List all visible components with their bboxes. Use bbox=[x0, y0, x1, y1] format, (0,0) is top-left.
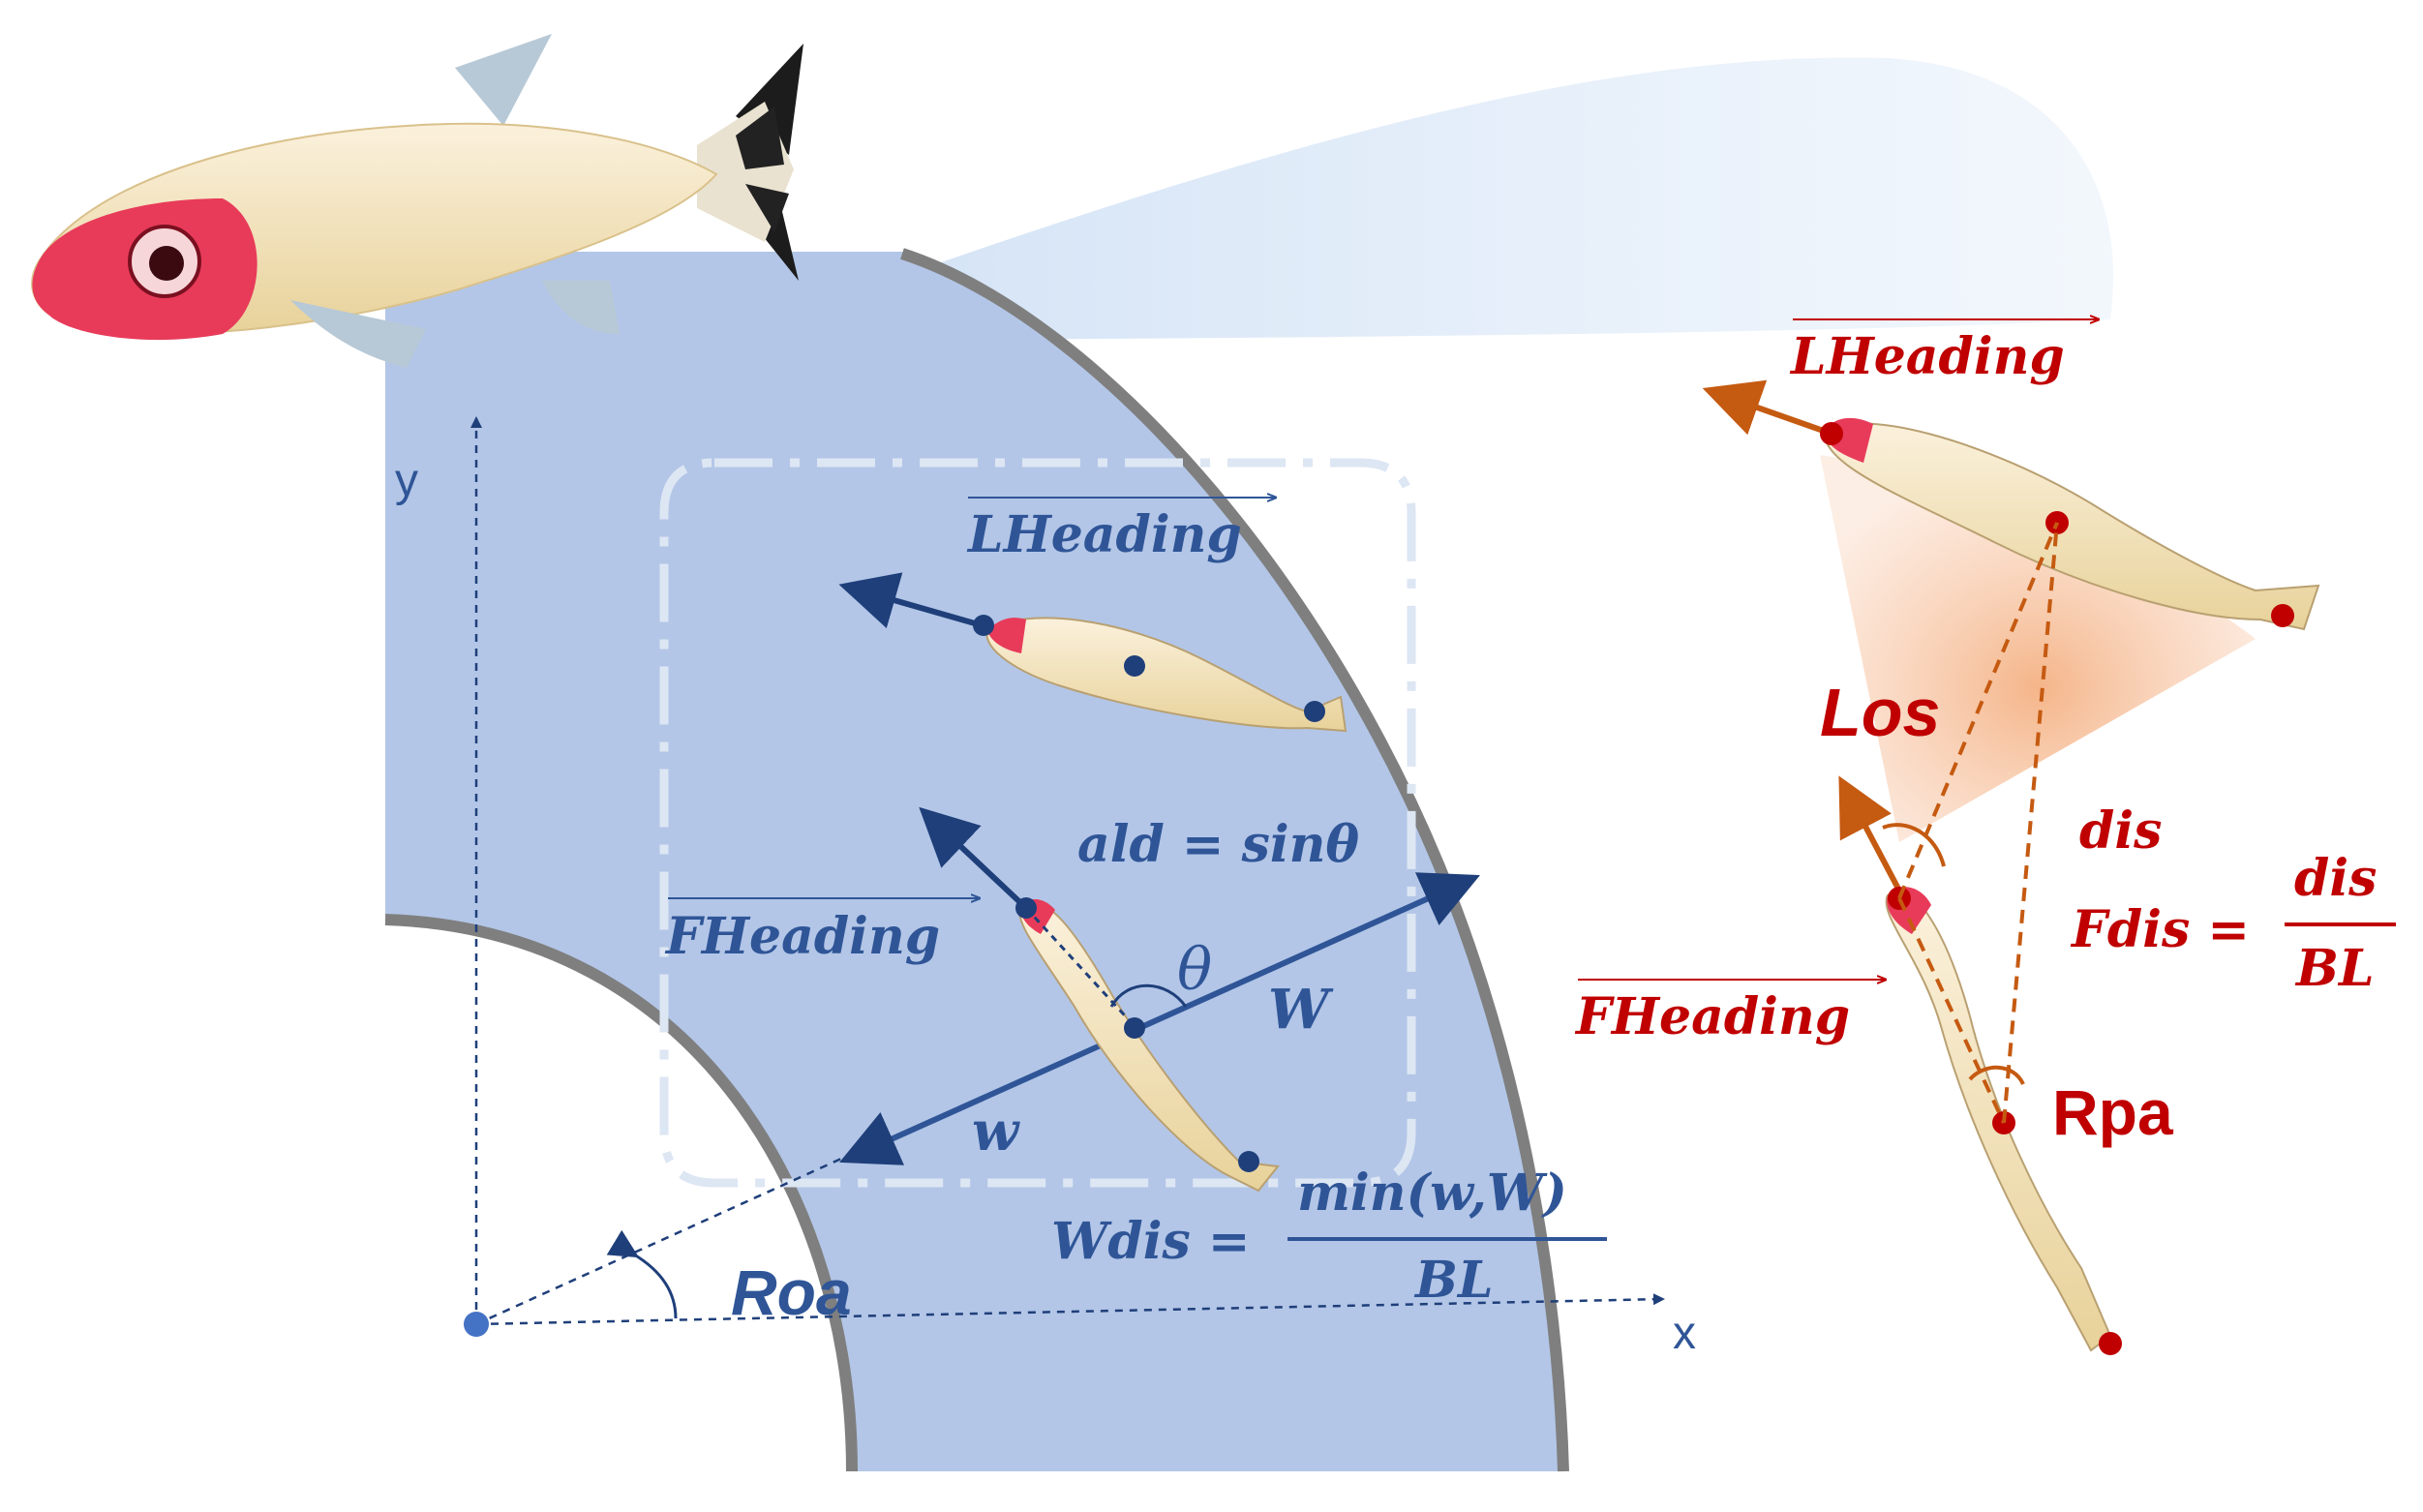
fdis-numerator: dis bbox=[2294, 849, 2377, 908]
leader-tail-point-left bbox=[1304, 701, 1325, 722]
wdis-lhs: Wdis = bbox=[1051, 1212, 1250, 1271]
zoomed-panel: LHeading FHeading Los dis Fdis = dis BL … bbox=[1574, 319, 2396, 1355]
follower-fish-right bbox=[1838, 775, 2122, 1355]
leader-heading-label-left: LHeading bbox=[966, 505, 1242, 564]
channel-outer-wall bbox=[900, 248, 1569, 1472]
vision-cone bbox=[1820, 455, 2256, 842]
large-fish-illustration bbox=[31, 34, 803, 368]
leader-heading-arrow-left bbox=[838, 572, 983, 629]
ald-formula: ald = sinθ bbox=[1077, 815, 1359, 874]
leader-head-point-right bbox=[1820, 422, 1843, 445]
leader-center-point-left bbox=[1124, 655, 1145, 677]
wall-distance-line bbox=[1129, 872, 1480, 1035]
follower-heading-arrow-left bbox=[919, 806, 1029, 911]
roa-angle-arc bbox=[606, 1229, 678, 1319]
leader-heading-arrow-right bbox=[1702, 379, 1832, 437]
los-label: Los bbox=[1820, 675, 1940, 750]
follower-heading-label-right: FHeading bbox=[1574, 987, 1850, 1046]
wdis-numerator: min(w,W) bbox=[1297, 1164, 1567, 1223]
y-axis-label: y bbox=[395, 455, 418, 506]
x-axis-label: x bbox=[1673, 1308, 1696, 1359]
leader-heading-label-right: LHeading bbox=[1789, 327, 2065, 386]
fdis-denominator: BL bbox=[2294, 939, 2375, 998]
x-axis bbox=[475, 1293, 1665, 1326]
dis-line bbox=[2002, 522, 2059, 1124]
follower-axis-line bbox=[1897, 897, 2006, 1124]
rpa-angle-arc bbox=[1968, 1065, 2025, 1085]
follower-heading-label-left: FHeading bbox=[664, 907, 940, 966]
origin-point bbox=[464, 1312, 489, 1337]
wall-distance-line-inner bbox=[839, 1029, 1133, 1165]
theta-label: θ bbox=[1177, 936, 1212, 1004]
left-labels: LHeading FHeading ald = sinθ θ W w Wdis … bbox=[664, 498, 1607, 1310]
radial-line bbox=[475, 1152, 853, 1326]
leader-fish-left bbox=[838, 572, 1348, 733]
coordinate-axes: y x Roa bbox=[395, 416, 1696, 1359]
roa-label: Roa bbox=[731, 1256, 852, 1328]
wall-distance-measure bbox=[839, 872, 1480, 1165]
follower-center-point-left bbox=[1124, 1017, 1145, 1039]
theta-angle-arc bbox=[1109, 983, 1188, 1008]
dis-label: dis bbox=[2079, 801, 2162, 861]
follower-heading-arrow-right bbox=[1838, 775, 1902, 892]
leader-tail-point-right bbox=[2271, 604, 2294, 627]
follower-tail-point-right bbox=[2099, 1332, 2122, 1355]
follower-tail-point-left bbox=[1238, 1151, 1259, 1172]
wdis-denominator: BL bbox=[1413, 1251, 1494, 1310]
big-w-label: W bbox=[1268, 978, 1334, 1042]
fdis-lhs: Fdis = bbox=[2070, 900, 2250, 959]
follower-fish-left bbox=[919, 806, 1280, 1193]
zoom-region-outline bbox=[659, 458, 1416, 1188]
leader-fish-right bbox=[1702, 379, 2320, 631]
leader-head-point-left bbox=[973, 615, 994, 636]
small-w-label: w bbox=[972, 1100, 1020, 1164]
channel-inner-wall bbox=[384, 914, 858, 1472]
zoom-beam bbox=[736, 57, 2114, 341]
rpa-label: Rpa bbox=[2052, 1076, 2174, 1148]
los-angle-arc bbox=[1882, 823, 1946, 867]
